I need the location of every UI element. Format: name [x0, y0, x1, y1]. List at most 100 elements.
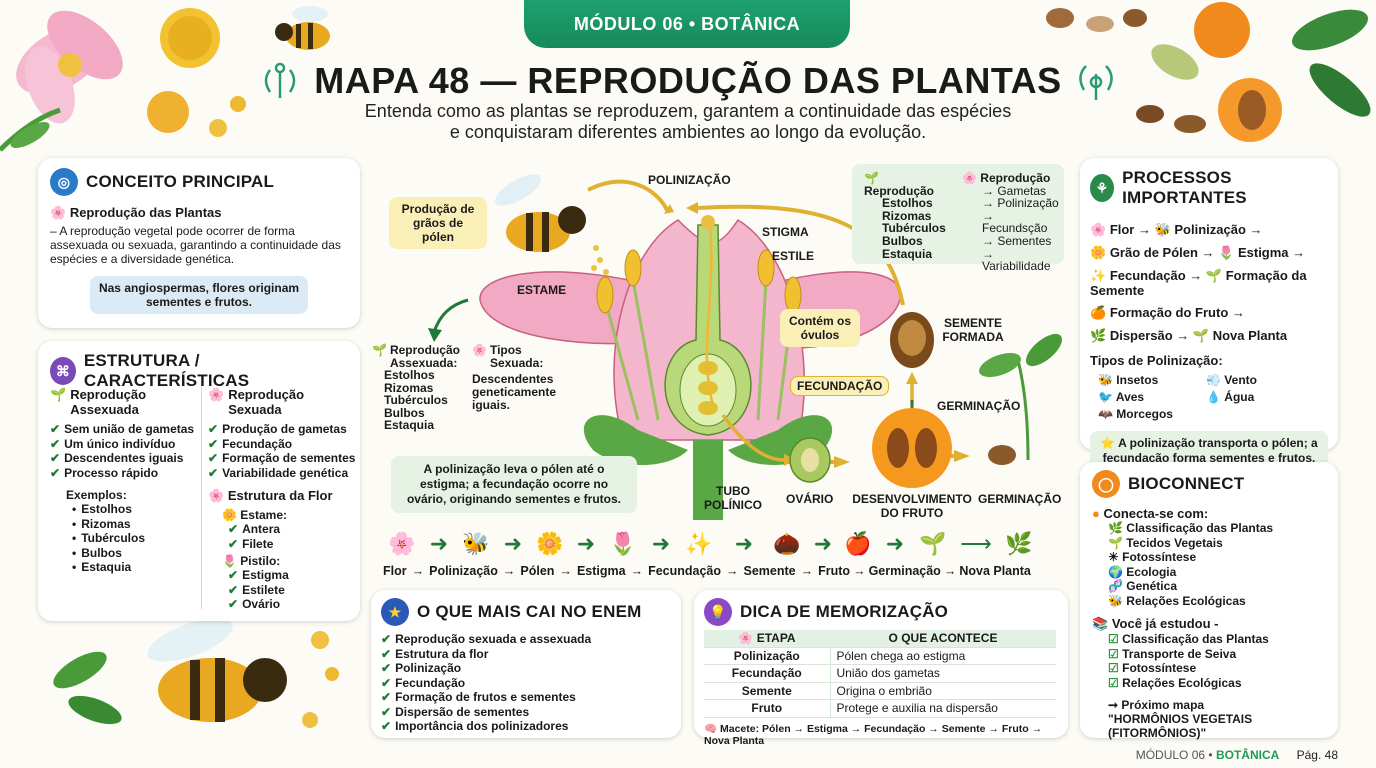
- arrow-icon: →: [853, 564, 866, 578]
- arrow-icon: →: [559, 564, 572, 578]
- top-right-decoration: [1046, 2, 1371, 142]
- tipo-label: Aves: [1115, 390, 1145, 404]
- ovario-label: OVÁRIO: [786, 492, 834, 506]
- flower-icon: 🌸: [1090, 222, 1107, 237]
- table-cell: Origina o embrião: [830, 682, 1056, 700]
- leaf-left: [583, 415, 688, 465]
- list-item: Rizomas: [72, 517, 200, 532]
- bioconnect-card: ◯ BIOCONNECT ● Conecta-se com: 🌿 Classif…: [1080, 462, 1338, 740]
- list-item: Estaquia: [72, 560, 200, 575]
- tipo-label: Água: [1224, 390, 1255, 404]
- page-title: MAPA 48 — REPRODUÇÃO DAS PLANTAS: [314, 60, 1062, 101]
- estudou-list: ☑ Classificação das Plantas ☑ Transporte…: [1108, 632, 1326, 690]
- books-icon: 📚: [1092, 616, 1109, 631]
- arrow-icon: →: [800, 564, 814, 578]
- flor-title-row: 🌸 Estrutura da Flor: [208, 488, 356, 504]
- anther: [784, 276, 802, 314]
- anther: [757, 249, 775, 287]
- process-line: 🍊 Formação do Fruto →: [1090, 301, 1328, 324]
- estrutura-title-row: ⌘ ESTRUTURA / CARACTERÍSTICAS: [50, 351, 348, 391]
- process-line-text: Formação do Fruto →: [1109, 305, 1245, 320]
- list-item: Estolhos: [882, 196, 933, 211]
- proximo-row: ➞ Próximo mapa "HORMÔNIOS VEGETAIS (FITO…: [1108, 698, 1326, 740]
- plant-icon: 🌿: [1005, 531, 1033, 556]
- flow-label: Germinação: [868, 564, 941, 578]
- semente-label: SEMENTE FORMADA: [942, 316, 1004, 344]
- list-item: Estolhos: [384, 368, 435, 382]
- module-label: MÓDULO 06 • BOTÂNICA: [573, 13, 801, 34]
- bee-icon: 🐝: [462, 531, 490, 556]
- sexuada-title-row: 🌸Reprodução Sexuada: [208, 387, 356, 417]
- pollen-icon: 🌼: [536, 531, 564, 556]
- anther: [596, 276, 614, 314]
- pollen-production-label: Produção de grãos de pólen: [389, 197, 487, 249]
- estrutura-title: ESTRUTURA / CARACTERÍSTICAS: [83, 351, 250, 390]
- list-item: 🐝 Relações Ecológicas: [1108, 594, 1326, 609]
- macete-row: 🧠 Macete: Pólen → Estigma → Fecundação →…: [704, 722, 1058, 747]
- stem: [693, 440, 723, 520]
- tipo-label: Morcegos: [1116, 407, 1173, 421]
- compare-left-title: Reprodução: [864, 183, 935, 198]
- process-line: 🌸 Flor → 🐝 Polinização →: [1090, 218, 1328, 241]
- list-item: ☑ Relações Ecológicas: [1108, 676, 1326, 691]
- list-item: Estaquia: [882, 246, 933, 261]
- anther: [624, 249, 642, 287]
- flower-icon: 🌸: [472, 343, 487, 357]
- pistilo-title-row: 🌷 Pistilo:: [222, 554, 356, 568]
- bioconnect-title-row: ◯ BIOCONNECT: [1092, 470, 1326, 498]
- seedling-icon: [979, 333, 1063, 465]
- process-line-text: Dispersão → 🌱 Nova Planta: [1109, 328, 1288, 343]
- wind-icon: 💨: [1206, 373, 1221, 387]
- plant-symbol-icon: [264, 62, 296, 98]
- processos-lines: 🌸 Flor → 🐝 Polinização → 🌼 Grão de Pólen…: [1090, 218, 1328, 347]
- list-item: Antera: [228, 522, 356, 537]
- estigma-label: STIGMA: [762, 225, 809, 239]
- structure-icon: ⌘: [50, 357, 76, 385]
- footer-page: Pág. 48: [1296, 748, 1338, 762]
- top-left-decoration: [0, 6, 330, 152]
- check-box-icon: ☑: [1108, 661, 1119, 675]
- enem-list: Reprodução sexuada e assexuada Estrutura…: [381, 632, 671, 734]
- arrow-icon: →: [502, 564, 516, 578]
- tipo-item: 💧 Água: [1206, 389, 1306, 406]
- arrow-icon: →: [943, 564, 957, 578]
- list-item: Estrutura da flor: [381, 647, 671, 662]
- footer-area: BOTÂNICA: [1215, 748, 1280, 762]
- sexuada-column: 🌸Reprodução Sexuada Produção de gametas …: [208, 387, 356, 612]
- processos-title-row: ⚘ PROCESSOS IMPORTANTES: [1090, 168, 1328, 208]
- check-box-icon: ☑: [1108, 675, 1119, 690]
- flow-icons-row: 🌸 ➜ 🐝 ➜ 🌼 ➜ 🌷 ➜ ✨ ➜ 🌰 ➜ 🍎 ➜ 🌱 ⟶ 🌿: [383, 528, 1073, 560]
- estame-title: Estame:: [240, 508, 287, 522]
- estudou-title-row: 📚 Você já estudou -: [1092, 616, 1326, 632]
- enem-title: O QUE MAIS CAI NO ENEM: [417, 602, 642, 621]
- list-item: Bulbos: [72, 546, 200, 561]
- footer: MÓDULO 06 • BOTÂNICA Pág. 48: [1136, 748, 1338, 762]
- flower-icon: 🌸: [208, 488, 225, 503]
- list-item: Tubérculos: [384, 393, 448, 407]
- estame-label: ESTAME: [517, 283, 567, 297]
- compare-right-title: Reprodução: [980, 171, 1051, 185]
- tipos-title: Tipos de Polinização:: [1090, 353, 1223, 368]
- list-item: Dispersão de sementes: [381, 705, 671, 720]
- module-banner: MÓDULO 06 • BOTÂNICA: [524, 0, 850, 48]
- bee-icon: [147, 618, 287, 722]
- list-item: Bulbos: [384, 405, 425, 420]
- flow-label: Semente: [743, 564, 796, 578]
- leaf-icon: 🌿: [1108, 521, 1123, 535]
- sprout-icon: 🌱: [50, 387, 67, 402]
- arrow-icon: →: [630, 564, 644, 578]
- list-item: ☑ Fotossíntese: [1108, 661, 1326, 676]
- lightbulb-icon: 💡: [704, 598, 732, 626]
- globe-icon: 🌍: [1108, 564, 1123, 579]
- arrow-icon: ➜: [885, 531, 905, 556]
- flow-label: Fruto: [818, 564, 851, 578]
- bee-icon: 🐝: [1098, 373, 1113, 387]
- compare-box: 🌱 Reprodução Estolhos Rizomas Tubérculos…: [852, 164, 1064, 273]
- list-item: → Sementes: [982, 233, 1052, 248]
- enem-card: ★ O QUE MAIS CAI NO ENEM Reprodução sexu…: [371, 590, 681, 738]
- desenvolvimento-label: DESENVOLVIMENTO DO FRUTO: [852, 492, 972, 520]
- flower-icon: 🌸: [208, 387, 225, 402]
